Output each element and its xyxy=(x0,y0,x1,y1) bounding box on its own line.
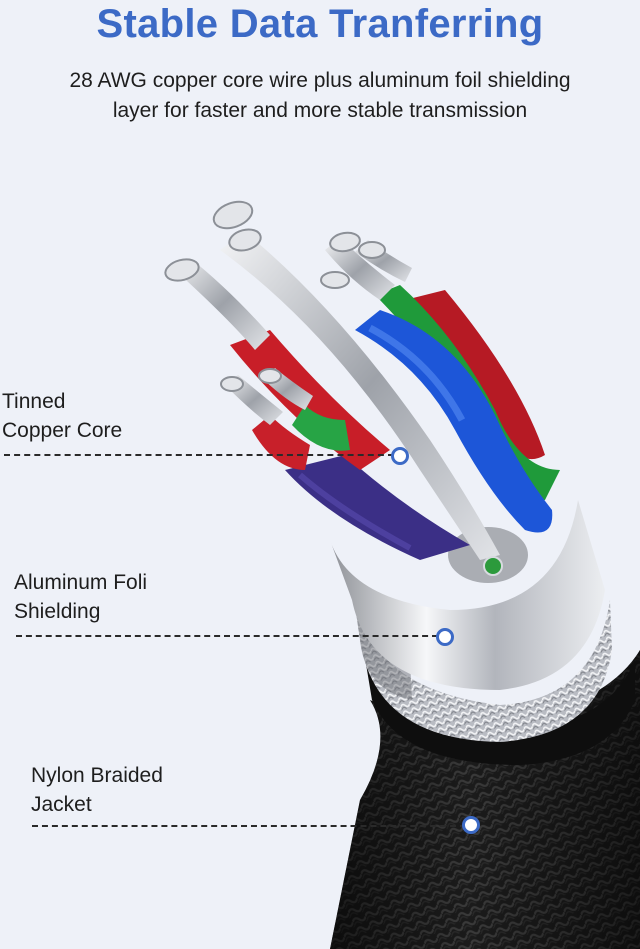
callout-3-line-2: Jacket xyxy=(31,793,92,816)
copper-strands-bundle xyxy=(220,232,500,560)
braided-shield xyxy=(352,585,612,742)
callout-2-line-2: Shielding xyxy=(14,600,101,623)
wire-red-3 xyxy=(252,415,310,470)
callout-2-leader-line xyxy=(16,635,438,637)
subtitle-line-2: layer for faster and more stable transmi… xyxy=(112,99,528,122)
subtitle-line-1: 28 AWG copper core wire plus aluminum fo… xyxy=(69,69,571,92)
callout-1-marker-dot xyxy=(391,447,409,465)
callout-1-line-2: Copper Core xyxy=(2,419,123,442)
wire-blue xyxy=(355,310,553,533)
page-subtitle: 28 AWG copper core wire plus aluminum fo… xyxy=(0,66,640,126)
wire-green-2 xyxy=(292,405,350,451)
callout-3-leader-line xyxy=(32,825,466,827)
callout-3-marker-dot xyxy=(462,816,480,834)
callout-2-line-1: Aluminum Foli xyxy=(14,571,148,594)
page-title: Stable Data Tranferring xyxy=(96,2,544,46)
callout-1-leader-line xyxy=(4,454,394,456)
callout-tinned-copper-core: Tinned Copper Core xyxy=(2,387,122,445)
callout-3-line-1: Nylon Braided xyxy=(31,764,163,787)
callout-2-marker-dot xyxy=(436,628,454,646)
callout-aluminum-foil-shielding: Aluminum Foli Shielding xyxy=(14,568,147,626)
callout-nylon-braided-jacket: Nylon Braided Jacket xyxy=(31,761,163,819)
aluminum-foil xyxy=(330,500,605,690)
callout-1-line-1: Tinned xyxy=(2,390,66,413)
wire-purple xyxy=(285,455,470,560)
